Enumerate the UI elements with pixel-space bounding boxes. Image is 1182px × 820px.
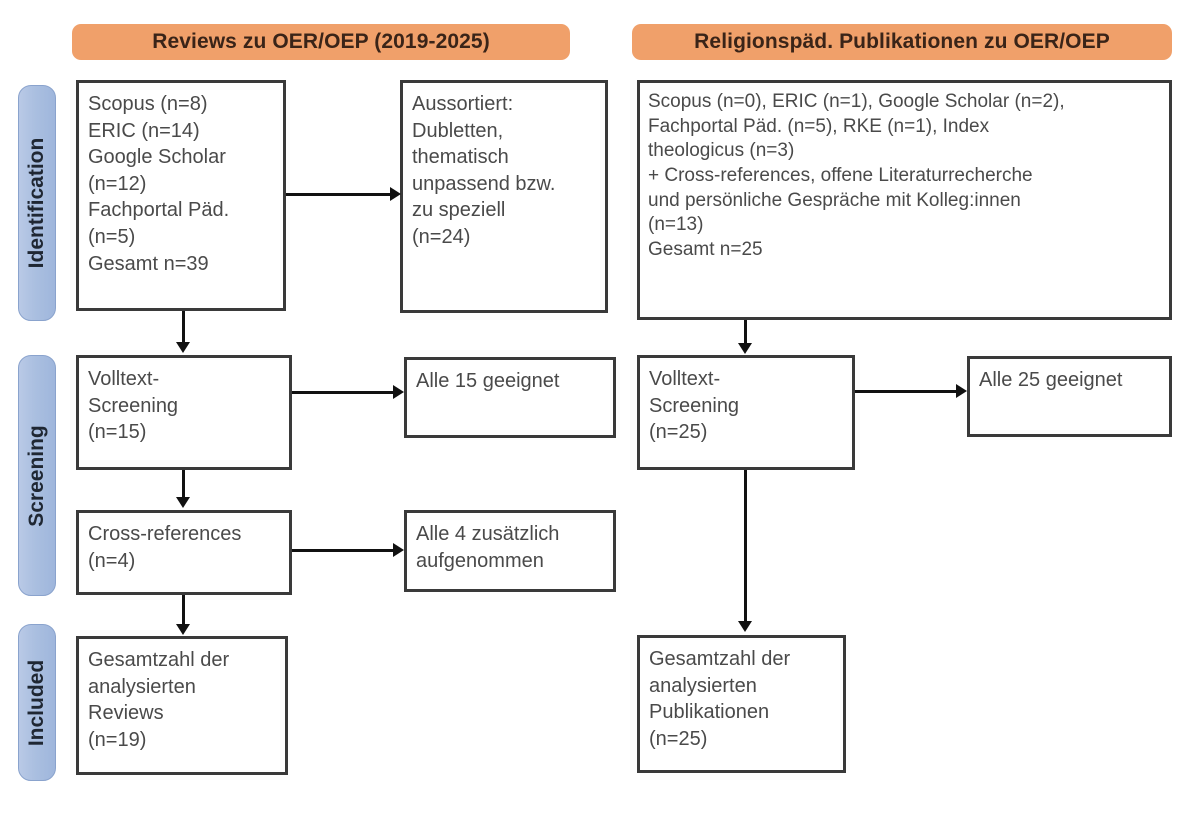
arrowhead-sources-to-fulltext: [176, 342, 190, 353]
stage-label-included: Included: [25, 659, 48, 746]
box-included-total-reviews: Gesamtzahl der analysierten Reviews (n=1…: [76, 636, 288, 775]
connector-fulltext-to-result-publications: [855, 390, 957, 393]
column-header-publications: Religionspäd. Publikationen zu OER/OEP: [632, 24, 1172, 60]
box-included-total-publications: Gesamtzahl der analysierten Publikatione…: [637, 635, 846, 773]
stage-pill-identification: Identification: [18, 85, 56, 321]
arrowhead-sources-to-fulltext-publications: [738, 343, 752, 354]
arrowhead-fulltext-to-result-publications: [956, 384, 967, 398]
connector-fulltext-to-crossrefs: [182, 470, 185, 498]
arrowhead-fulltext-to-result-reviews: [393, 385, 404, 399]
column-header-reviews-label: Reviews zu OER/OEP (2019-2025): [152, 30, 490, 53]
connector-sources-to-fulltext-publications: [744, 320, 747, 345]
connector-crossrefs-to-included: [182, 595, 185, 625]
arrowhead-fulltext-to-included-publications: [738, 621, 752, 632]
box-excluded-reviews: Aussortiert: Dubletten, thematisch unpas…: [400, 80, 608, 313]
arrowhead-crossrefs-to-included: [176, 624, 190, 635]
box-fulltext-result-publications: Alle 25 geeignet: [967, 356, 1172, 437]
stage-label-screening: Screening: [25, 424, 48, 527]
stage-label-identification: Identification: [25, 137, 48, 269]
box-identification-sources-reviews: Scopus (n=8) ERIC (n=14) Google Scholar …: [76, 80, 286, 311]
connector-fulltext-to-included-publications: [744, 470, 747, 622]
connector-crossrefs-to-result: [292, 549, 394, 552]
connector-fulltext-to-result-reviews: [292, 391, 394, 394]
arrowhead-crossrefs-to-result: [393, 543, 404, 557]
column-header-reviews: Reviews zu OER/OEP (2019-2025): [72, 24, 570, 60]
arrowhead-fulltext-to-crossrefs: [176, 497, 190, 508]
stage-pill-screening: Screening: [18, 355, 56, 596]
box-cross-references-result-reviews: Alle 4 zusätzlich aufgenommen: [404, 510, 616, 592]
connector-sources-to-fulltext: [182, 311, 185, 344]
box-cross-references-reviews: Cross-references (n=4): [76, 510, 292, 595]
box-identification-sources-publications: Scopus (n=0), ERIC (n=1), Google Scholar…: [637, 80, 1172, 320]
column-header-publications-label: Religionspäd. Publikationen zu OER/OEP: [694, 30, 1110, 53]
box-fulltext-screening-publications: Volltext- Screening (n=25): [637, 355, 855, 470]
stage-pill-included: Included: [18, 624, 56, 781]
connector-sources-to-excluded: [286, 193, 390, 196]
box-fulltext-result-reviews: Alle 15 geeignet: [404, 357, 616, 438]
box-fulltext-screening-reviews: Volltext- Screening (n=15): [76, 355, 292, 470]
arrowhead-sources-to-excluded: [390, 187, 401, 201]
